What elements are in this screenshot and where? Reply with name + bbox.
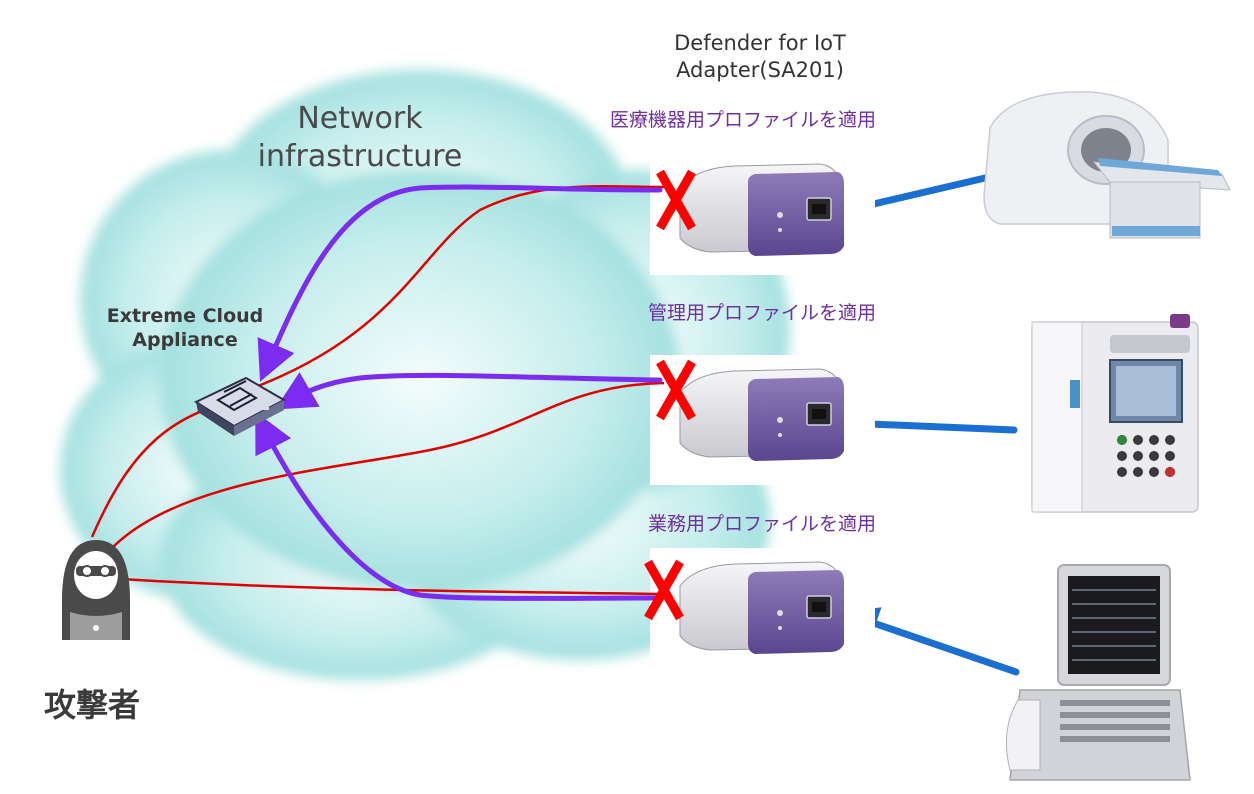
block-marks xyxy=(644,169,696,621)
adapter-title: Defender for IoT Adapter(SA201) xyxy=(590,30,930,84)
legit-lines xyxy=(255,184,663,601)
appliance-icon xyxy=(193,376,287,436)
hacker-icon xyxy=(62,540,130,640)
network-label-line1: Network xyxy=(297,101,423,136)
infusion-pump-icon xyxy=(1031,314,1199,513)
legit-line-bottom xyxy=(255,411,663,601)
profile-label-business: 業務用プロファイルを適用 xyxy=(648,513,877,535)
adapter-title-line1: Defender for IoT xyxy=(674,31,846,55)
block-x-icon-top xyxy=(656,169,696,231)
appliance-label: Extreme Cloud Appliance xyxy=(85,304,285,352)
profile-label-medical: 医療機器用プロファイルを適用 xyxy=(610,109,877,131)
adapter-title-line2: Adapter(SA201) xyxy=(676,58,844,82)
legit-line-middle xyxy=(275,372,663,410)
network-label-line2: infrastructure xyxy=(257,139,463,174)
appliance-label-line2: Appliance xyxy=(132,329,238,351)
profile-label-admin: 管理用プロファイルを適用 xyxy=(648,302,877,324)
attack-line-to-top-adapter xyxy=(257,185,665,388)
ct-scanner-icon xyxy=(983,91,1231,239)
attacker-label: 攻撃者 xyxy=(44,686,141,724)
attack-line-to-middle-adapter xyxy=(111,381,665,549)
block-x-icon-middle xyxy=(656,359,696,421)
legit-line-top xyxy=(257,184,663,382)
appliance-label-line1: Extreme Cloud xyxy=(106,305,264,327)
network-label: Network infrastructure xyxy=(210,100,510,176)
adapter-device-icon-bottom xyxy=(650,548,875,673)
ecg-link-arrow xyxy=(842,607,1020,676)
ecg-monitor-icon xyxy=(1005,564,1191,781)
block-x-icon-bottom xyxy=(644,559,684,621)
